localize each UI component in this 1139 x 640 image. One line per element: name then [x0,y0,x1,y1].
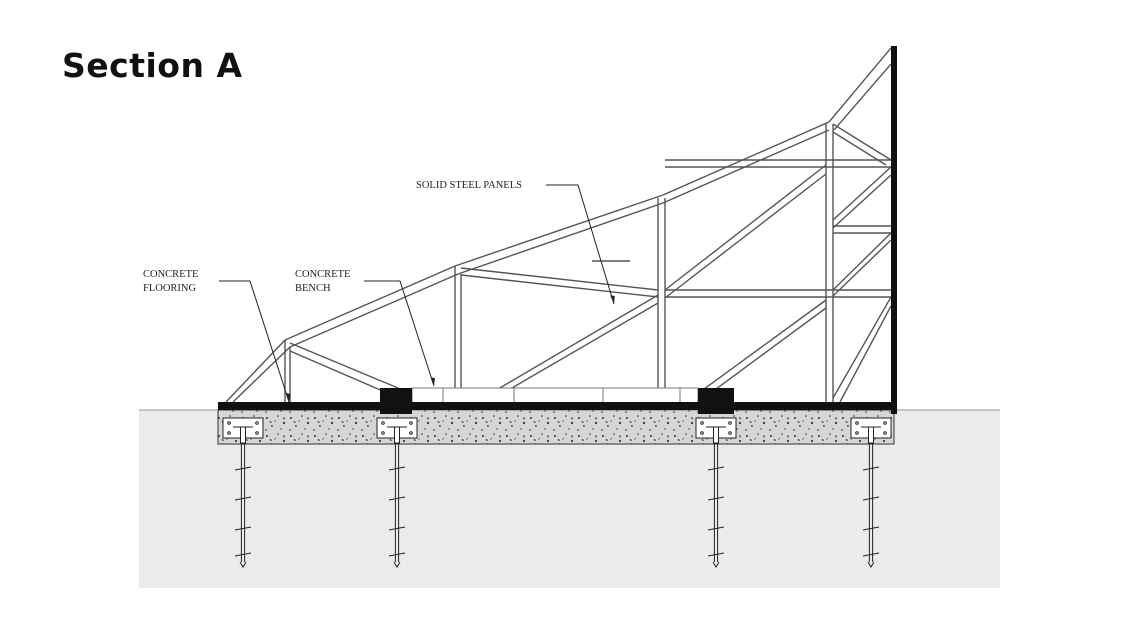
label-solid-steel-panels: SOLID STEEL PANELS [416,180,615,305]
truss-diagonals [289,123,892,403]
label-concrete-bench: CONCRETE BENCH [295,269,435,387]
leader-concrete-bench [364,280,435,387]
screw-pile-4 [850,417,892,568]
leader-concrete-flooring [219,280,290,403]
label-concrete-flooring-line2: FLOORING [143,283,197,294]
leader-solid-steel-panels [546,184,615,305]
label-concrete-bench-line2: BENCH [295,283,331,294]
label-concrete-flooring: CONCRETE FLOORING [143,269,291,403]
steel-wall [891,46,897,414]
steel-truss-frame [225,47,892,403]
label-concrete-bench-line1: CONCRETE [295,269,350,280]
concrete-flooring [218,388,894,414]
section-title: Section A [62,46,243,85]
concrete-slab [217,409,895,445]
screw-pile-2 [376,417,418,568]
screw-pile-3 [695,417,737,568]
label-concrete-flooring-line1: CONCRETE [143,269,198,280]
screw-pile-1 [222,417,264,568]
label-solid-steel-panels-text: SOLID STEEL PANELS [416,180,522,191]
truss-verticals [284,124,834,402]
truss-horizontals [460,159,891,298]
truss-top-chord [225,47,892,403]
